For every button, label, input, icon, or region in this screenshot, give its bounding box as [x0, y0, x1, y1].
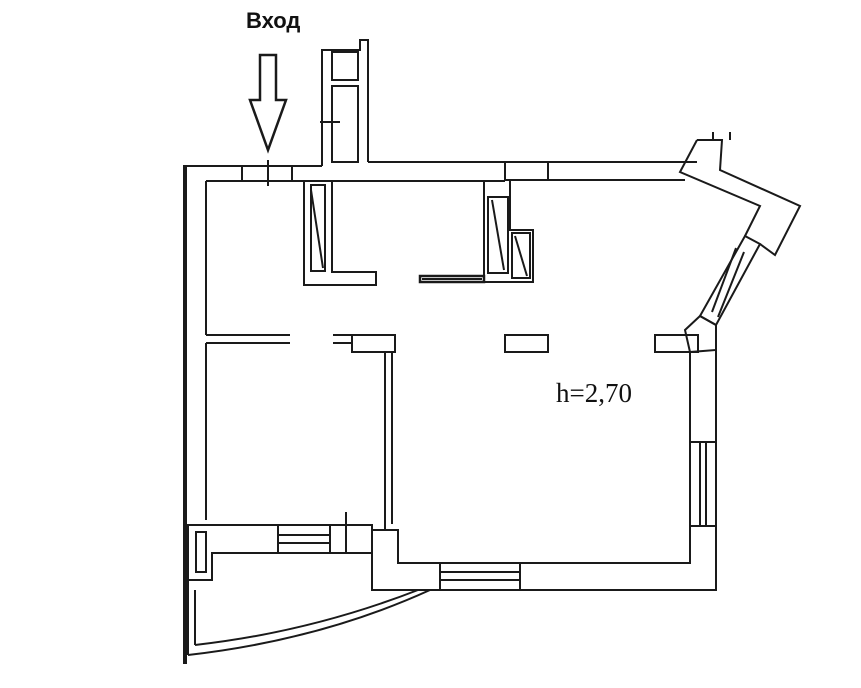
ventilation-shaft: [320, 39, 369, 166]
column-1: [351, 334, 396, 353]
entrance-door: [241, 160, 293, 186]
window-right-lower: [689, 441, 717, 527]
balcony-window: [187, 512, 373, 581]
top-exterior-wall: [187, 161, 697, 335]
column-2: [504, 334, 549, 353]
column-3: [654, 334, 699, 353]
bay-window: [678, 132, 802, 354]
right-exterior-wall: [689, 350, 717, 443]
entry-label: Вход: [246, 8, 301, 33]
entry-arrow-icon: [248, 53, 288, 154]
ceiling-height-label: h=2,70: [556, 378, 632, 408]
partition-bar: [418, 274, 486, 284]
service-niche-right: [483, 181, 534, 283]
left-room-walls: [205, 343, 393, 524]
bottom-exterior-wall: [371, 524, 717, 591]
interior-partition: [206, 334, 395, 344]
balcony: [187, 580, 431, 656]
service-niche-left: [303, 181, 377, 286]
window-top: [504, 161, 549, 181]
